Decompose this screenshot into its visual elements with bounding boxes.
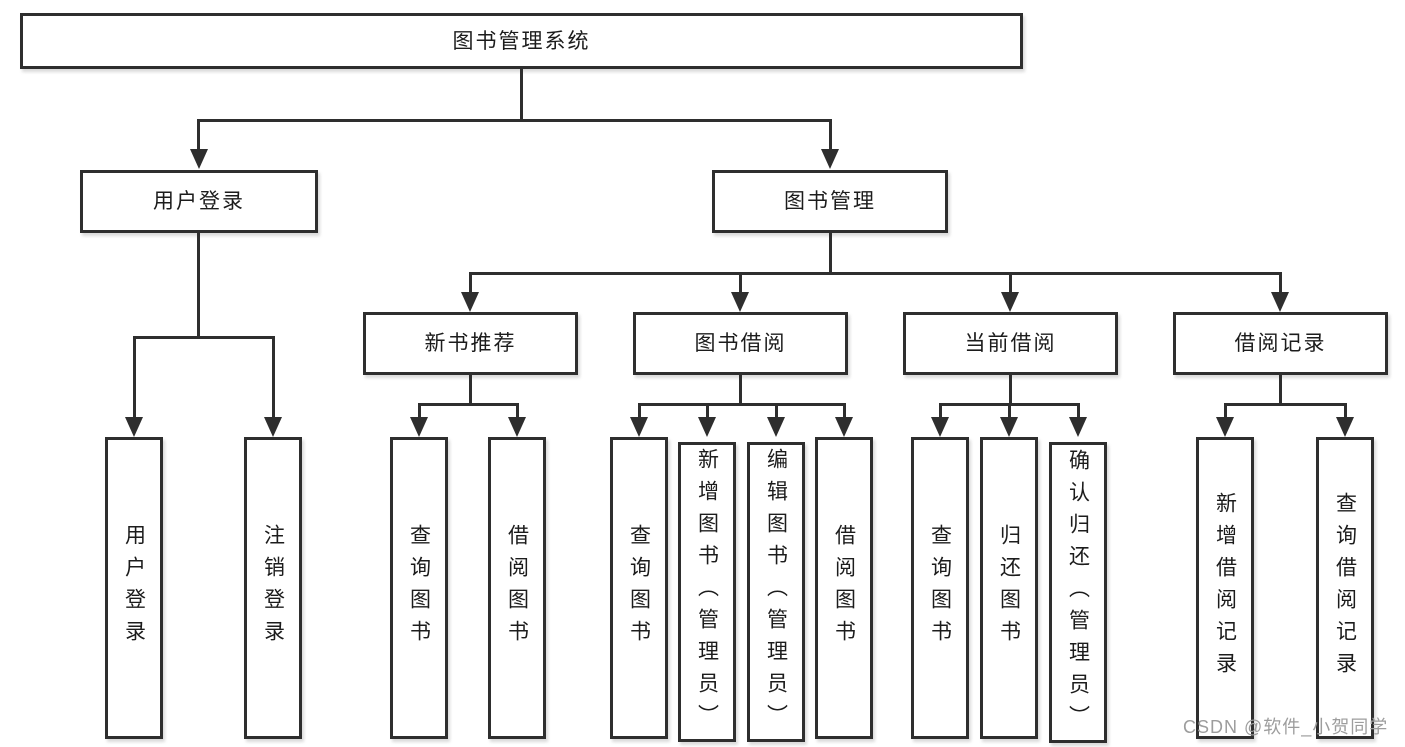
node-label: 图书管理 — [784, 190, 876, 213]
arrowhead-down-icon — [767, 417, 785, 437]
leaf-current-query-books: 查询图书 — [911, 437, 969, 739]
connector-hline — [133, 336, 275, 339]
connector-vline — [133, 336, 136, 418]
arrowhead-down-icon — [1216, 417, 1234, 437]
node-book-borrowing: 图书借阅 — [633, 312, 848, 375]
node-current-borrowing: 当前借阅 — [903, 312, 1118, 375]
arrowhead-down-icon — [1336, 417, 1354, 437]
csdn-watermark: CSDN @软件_小贺同学 — [1183, 717, 1389, 737]
leaf-label: 归还图书 — [997, 524, 1021, 652]
node-label: 图书借阅 — [694, 332, 787, 355]
connector-vline — [1009, 272, 1012, 294]
connector-vline — [418, 403, 421, 418]
connector-hline — [638, 403, 845, 406]
leaf-label: 编辑图书（管理员） — [764, 448, 788, 736]
arrowhead-down-icon — [190, 149, 208, 169]
connector-vline — [706, 403, 709, 418]
leaf-label: 用户登录 — [122, 524, 146, 652]
node-new-book-recommendation: 新书推荐 — [363, 312, 578, 375]
node-label: 图书管理系统 — [452, 29, 591, 53]
node-borrowing-records: 借阅记录 — [1173, 312, 1388, 375]
arrowhead-down-icon — [508, 417, 526, 437]
connector-vline — [272, 336, 275, 418]
connector-vline — [197, 119, 200, 150]
arrowhead-down-icon — [931, 417, 949, 437]
leaf-borrowing-add-book-admin: 新增图书（管理员） — [678, 442, 736, 742]
leaf-records-query-record: 查询借阅记录 — [1316, 437, 1374, 739]
leaf-label: 查询图书 — [928, 524, 952, 652]
leaf-label: 确认归还（管理员） — [1066, 448, 1090, 737]
arrowhead-down-icon — [630, 417, 648, 437]
connector-vline — [829, 119, 832, 150]
leaf-user-login: 用户登录 — [105, 437, 163, 739]
node-label: 借阅记录 — [1234, 332, 1327, 355]
node-book-management: 图书管理 — [712, 170, 948, 233]
leaf-recommend-borrow-books: 借阅图书 — [488, 437, 546, 739]
leaf-records-add-record: 新增借阅记录 — [1196, 437, 1254, 739]
connector-vline — [1279, 272, 1282, 294]
leaf-label: 查询图书 — [627, 524, 651, 652]
leaf-logout: 注销登录 — [244, 437, 302, 739]
arrowhead-down-icon — [731, 292, 749, 312]
node-user-login: 用户登录 — [80, 170, 318, 233]
connector-vline — [829, 233, 832, 274]
leaf-label: 查询图书 — [407, 524, 431, 652]
arrowhead-down-icon — [461, 292, 479, 312]
arrowhead-down-icon — [698, 417, 716, 437]
arrowhead-down-icon — [1271, 292, 1289, 312]
connector-hline — [418, 403, 519, 406]
connector-vline — [1009, 375, 1012, 405]
connector-vline — [843, 403, 846, 418]
arrowhead-down-icon — [410, 417, 428, 437]
leaf-current-return-books: 归还图书 — [980, 437, 1038, 739]
leaf-label: 新增借阅记录 — [1213, 492, 1237, 684]
node-label: 用户登录 — [153, 190, 245, 213]
arrowhead-down-icon — [264, 417, 282, 437]
connector-vline — [516, 403, 519, 418]
connector-vline — [1279, 375, 1282, 405]
connector-vline — [1344, 403, 1347, 418]
arrowhead-down-icon — [1001, 292, 1019, 312]
connector-hline — [1224, 403, 1346, 406]
connector-hline — [197, 119, 832, 122]
leaf-label: 新增图书（管理员） — [695, 448, 719, 736]
connector-vline — [469, 272, 472, 294]
connector-vline — [197, 233, 200, 338]
arrowhead-down-icon — [125, 417, 143, 437]
leaf-borrowing-query-books: 查询图书 — [610, 437, 668, 739]
connector-vline — [739, 375, 742, 405]
connector-vline — [638, 403, 641, 418]
arrowhead-down-icon — [1069, 417, 1087, 437]
connector-hline — [469, 272, 1282, 275]
arrowhead-down-icon — [821, 149, 839, 169]
connector-vline — [775, 403, 778, 418]
leaf-borrowing-borrow-books: 借阅图书 — [815, 437, 873, 739]
connector-vline — [1077, 403, 1080, 418]
node-library-management-system: 图书管理系统 — [20, 13, 1023, 69]
leaf-label: 借阅图书 — [832, 524, 856, 652]
leaf-current-confirm-return-admin: 确认归还（管理员） — [1049, 442, 1107, 743]
leaf-label: 查询借阅记录 — [1333, 492, 1357, 684]
leaf-label: 借阅图书 — [505, 524, 529, 652]
node-label: 新书推荐 — [424, 332, 517, 355]
arrowhead-down-icon — [835, 417, 853, 437]
node-label: 当前借阅 — [964, 332, 1057, 355]
connector-vline — [469, 375, 472, 405]
connector-vline — [939, 403, 942, 418]
arrowhead-down-icon — [1000, 417, 1018, 437]
leaf-label: 注销登录 — [261, 524, 285, 652]
connector-vline — [1224, 403, 1227, 418]
connector-vline — [739, 272, 742, 294]
leaf-borrowing-edit-book-admin: 编辑图书（管理员） — [747, 442, 805, 742]
connector-vline — [520, 69, 523, 121]
connector-vline — [1008, 403, 1011, 418]
leaf-recommend-query-books: 查询图书 — [390, 437, 448, 739]
